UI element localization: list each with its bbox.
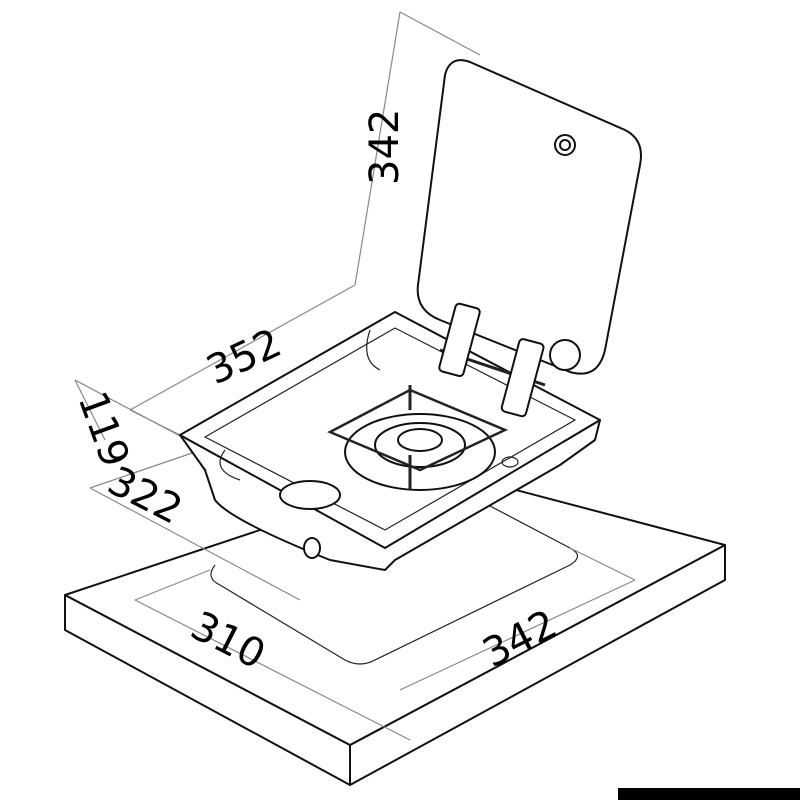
glass-lid bbox=[416, 59, 642, 418]
dim-top-depth: 322 bbox=[100, 458, 189, 534]
dim-lid-height: 342 bbox=[362, 109, 408, 185]
scale-bar bbox=[618, 788, 800, 800]
cutout-outline bbox=[210, 484, 579, 665]
stove bbox=[179, 311, 601, 571]
